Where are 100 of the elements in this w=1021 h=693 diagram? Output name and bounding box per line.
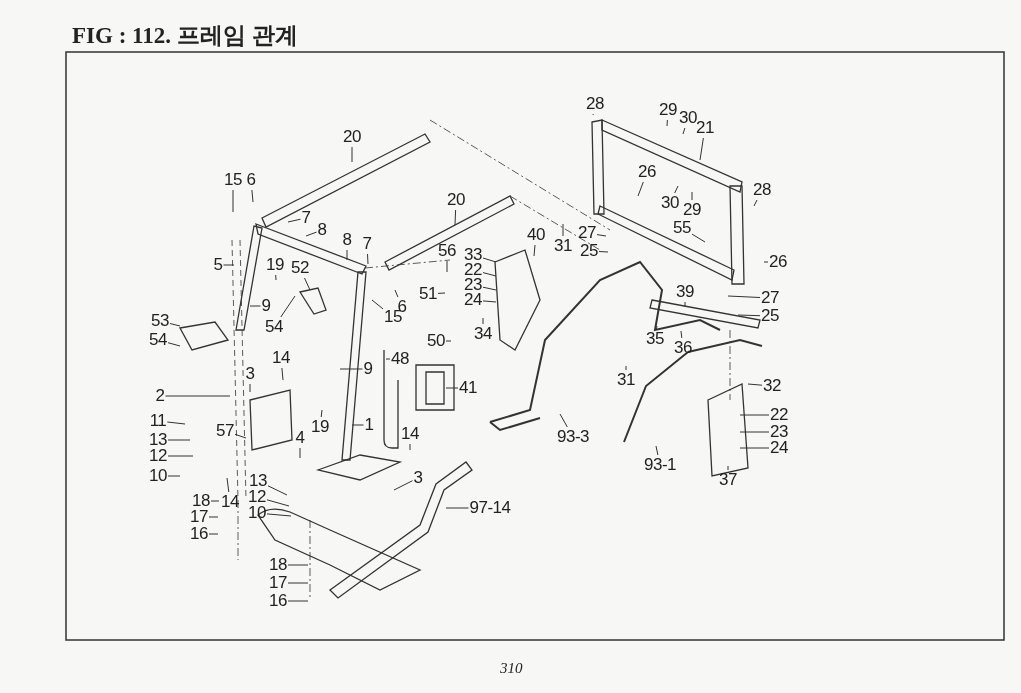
leader-line — [691, 191, 693, 201]
leader-line — [266, 499, 290, 507]
callout-number: 19 — [311, 418, 329, 436]
leader-line — [234, 433, 247, 439]
leader-line — [753, 199, 758, 207]
leader-line — [287, 582, 309, 584]
leader-line — [682, 127, 686, 135]
callout-number: 30 — [679, 109, 697, 127]
callout-number: 29 — [659, 101, 677, 119]
callout-number: 27 — [761, 289, 779, 307]
leader-line — [165, 395, 231, 397]
callout-number: 36 — [674, 339, 692, 357]
callout-number: 31 — [554, 237, 572, 255]
callout-number: 37 — [719, 471, 737, 489]
leader-line — [445, 340, 452, 342]
callout-number: 24 — [770, 439, 788, 457]
callout-number: 10 — [149, 467, 167, 485]
leader-line — [482, 272, 497, 277]
leader-line — [226, 477, 230, 493]
leader-line — [699, 137, 704, 161]
leader-line — [346, 249, 348, 261]
callout-number: 19 — [266, 256, 284, 274]
leader-line — [562, 223, 564, 237]
leader-line — [596, 234, 607, 237]
callout-number: 25 — [580, 242, 598, 260]
leader-line — [367, 253, 369, 265]
leader-line — [409, 443, 411, 451]
callout-number: 3 — [245, 365, 255, 383]
leader-line — [666, 119, 668, 127]
callout-number: 11 — [149, 412, 167, 430]
leader-line — [727, 465, 729, 471]
page-number: 310 — [500, 660, 523, 677]
leader-line — [210, 500, 220, 502]
callout-number: 33 — [464, 246, 482, 264]
callout-number: 23 — [770, 423, 788, 441]
leader-line — [167, 342, 181, 347]
leader-line — [249, 305, 261, 307]
leader-line — [655, 445, 659, 456]
leader-line — [208, 516, 219, 518]
callout-number: 28 — [586, 95, 604, 113]
callout-number: 52 — [291, 259, 309, 277]
callout-number: 97-14 — [469, 499, 511, 517]
callout-number: 22 — [770, 406, 788, 424]
leader-line — [169, 323, 181, 327]
callout-number: 22 — [464, 261, 482, 279]
callout-number: 7 — [301, 209, 311, 227]
leader-line — [287, 600, 309, 602]
callout-number: 93-1 — [644, 456, 676, 474]
leader-line — [637, 181, 644, 197]
leader-line — [305, 231, 317, 237]
callout-number: 56 — [438, 242, 456, 260]
callout-number: 5 — [213, 256, 223, 274]
callout-number: 14 — [401, 425, 419, 443]
callout-number: 54 — [265, 318, 283, 336]
callout-number: 14 — [221, 493, 239, 511]
leader-line — [166, 421, 186, 425]
callout-number: 14 — [272, 349, 290, 367]
callout-number: 55 — [673, 219, 691, 237]
callout-number: 32 — [763, 377, 781, 395]
leader-line — [351, 146, 353, 163]
callout-number: 41 — [459, 379, 477, 397]
callout-number: 30 — [661, 194, 679, 212]
callout-number: 18 — [192, 492, 210, 510]
leader-line — [251, 189, 254, 203]
callout-number: 12 — [149, 447, 167, 465]
leader-line — [304, 277, 311, 291]
leader-line — [299, 447, 301, 459]
leader-line — [280, 295, 296, 318]
callout-number: 4 — [295, 429, 305, 447]
callout-number: 10 — [248, 504, 266, 522]
callout-number: 8 — [342, 231, 352, 249]
callout-number: 48 — [391, 350, 409, 368]
leader-line — [393, 480, 413, 491]
callout-number: 20 — [343, 128, 361, 146]
leader-line — [691, 233, 706, 243]
leader-line — [266, 513, 292, 517]
leader-line — [385, 358, 391, 360]
leader-line — [287, 218, 301, 223]
callout-number: 16 — [269, 592, 287, 610]
leader-line — [445, 507, 469, 509]
leader-line — [167, 455, 194, 457]
callout-number: 17 — [190, 508, 208, 526]
leader-line — [249, 383, 251, 393]
leader-line — [351, 424, 364, 426]
leader-line — [232, 189, 234, 213]
callout-number: 13 — [149, 431, 167, 449]
leader-line — [684, 301, 686, 308]
leader-line — [763, 261, 769, 263]
callout-number: 26 — [769, 253, 787, 271]
callout-number: 18 — [269, 556, 287, 574]
figure-title: FIG : 112. 프레임 관계 — [72, 22, 298, 50]
callout-number: 13 — [249, 472, 267, 490]
leader-line — [739, 447, 770, 449]
leader-line — [482, 300, 497, 303]
callout-number: 35 — [646, 330, 664, 348]
callout-number: 15 — [224, 171, 242, 189]
callout-number: 51 — [419, 285, 437, 303]
leader-line — [167, 475, 181, 477]
callout-number: 40 — [527, 226, 545, 244]
callout-number: 27 — [578, 224, 596, 242]
